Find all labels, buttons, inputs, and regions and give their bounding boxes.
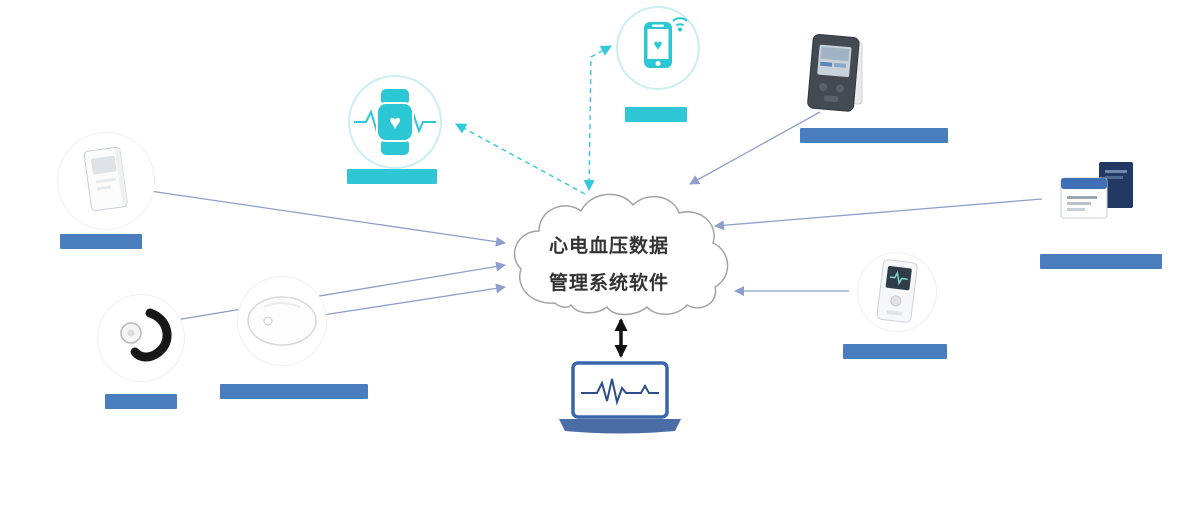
smartwatch-label — [347, 169, 437, 184]
heart-icon: ♥ — [389, 112, 401, 134]
device-button — [263, 316, 273, 326]
cloud-shape: 心电血压数据 管理系统软件 — [505, 175, 740, 325]
smartphone-glyph: ♥ — [644, 17, 688, 68]
watch-strap-bottom — [381, 139, 409, 155]
right-device-icon — [1060, 162, 1133, 219]
oval-device-label — [220, 384, 368, 399]
left-device-label — [60, 234, 142, 249]
right-device-photo — [1055, 160, 1140, 230]
phone-screen — [647, 29, 669, 59]
laptop-base — [559, 419, 681, 434]
smartwatch-glyph: ♥ — [354, 89, 436, 155]
device-side — [114, 148, 128, 205]
device-header — [1061, 178, 1107, 189]
ear-device-photo — [97, 294, 185, 382]
handheld-monitor-label — [800, 128, 948, 143]
recorder-device-label — [843, 344, 947, 359]
wifi-icon — [672, 17, 688, 27]
laptop-icon — [545, 355, 695, 440]
cloud-outline — [513, 193, 729, 316]
cloud-title-line1: 心电血压数据 — [549, 236, 670, 257]
left-device-photo — [57, 132, 155, 230]
left-device-icon — [83, 146, 128, 212]
device-screen — [91, 155, 117, 175]
cyan-dashed-connectors — [455, 45, 612, 195]
laptop-screen — [571, 361, 669, 419]
ear-device-label — [105, 394, 177, 409]
recorder-device-photo — [857, 252, 937, 332]
laptop-ecg-waveform — [581, 378, 659, 406]
handheld-monitor-icon — [807, 33, 863, 112]
recorder-button — [890, 295, 902, 307]
smartphone-label — [625, 107, 687, 122]
watch-face — [376, 102, 414, 142]
cloud-title-line2: 管理系统软件 — [549, 273, 670, 294]
smartwatch-icon: ♥ — [348, 75, 442, 169]
watch-strap-top — [381, 89, 409, 105]
laptop-glyph — [559, 361, 681, 434]
oval-device-icon — [247, 296, 317, 346]
oval-device-photo — [237, 276, 327, 366]
right-device-label — [1040, 254, 1162, 269]
smartphone-icon: ♥ — [616, 6, 700, 90]
handheld-monitor-photo — [800, 30, 870, 125]
ear-device-icon — [120, 308, 172, 362]
recorder-device-icon — [876, 259, 918, 323]
heart-icon: ♥ — [654, 37, 663, 54]
cloud-title: 心电血压数据 管理系统软件 — [549, 228, 709, 302]
